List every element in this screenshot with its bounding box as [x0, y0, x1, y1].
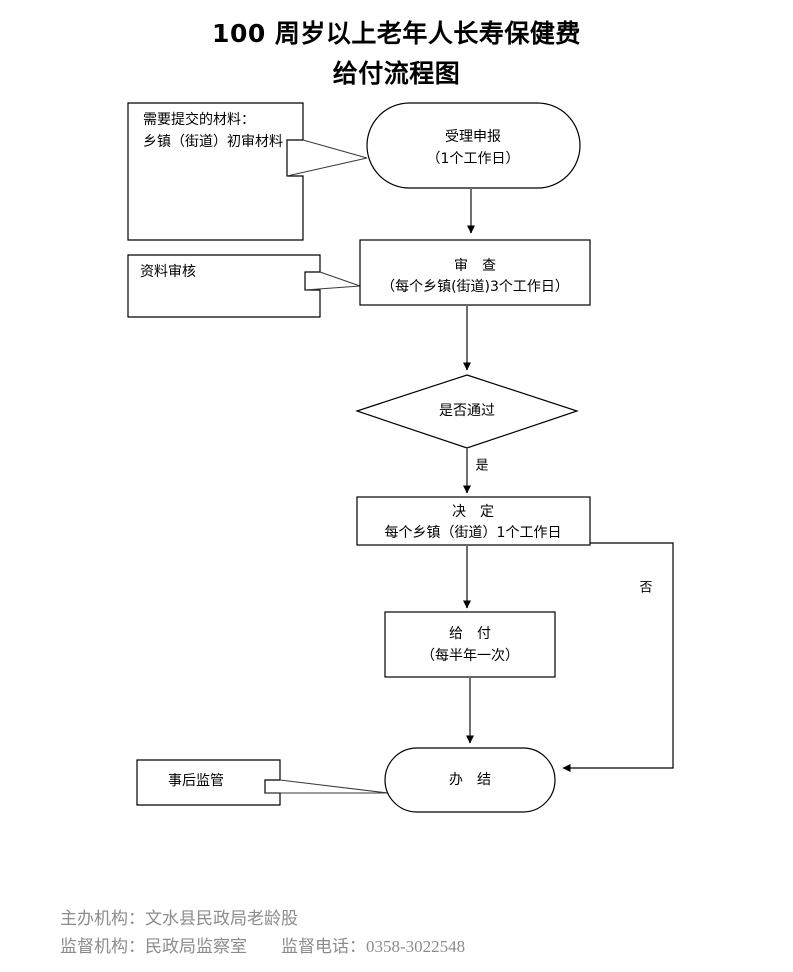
footer: 主办机构：文水县民政局老龄股 监督机构：民政局监察室 监督电话：0358-302…: [60, 905, 760, 961]
node-finish-line-1: 办 结: [449, 772, 491, 788]
node-payment-line-2: （每半年一次）: [421, 648, 519, 664]
node-accept-shape: [366, 102, 581, 189]
node-decide-line-2: 每个乡镇（街道）1个工作日: [385, 525, 562, 541]
title-line-1: 100 周岁以上老年人长寿保健费: [212, 19, 581, 48]
footer-line-1: 主办机构：文水县民政局老龄股: [60, 909, 298, 928]
node-payment-shape: [384, 611, 556, 678]
node-review: 审 查 （每个乡镇(街道)3个工作日）: [359, 239, 591, 306]
note-materials-leader-bottom: [286, 157, 368, 177]
note-materials-line-2: 乡镇（街道）初审材料: [143, 133, 283, 150]
node-review-line-1: 审 查: [454, 258, 496, 274]
footer-line-2: 监督机构：民政局监察室 监督电话：0358-3022548: [60, 937, 466, 956]
note-materials-line-1: 需要提交的材料：: [143, 111, 255, 128]
edge-label-no: 否: [639, 581, 652, 596]
node-payment: 给 付 （每半年一次）: [384, 611, 556, 678]
note-audit-leader-bottom: [304, 285, 361, 291]
node-decide: 决 定 每个乡镇（街道）1个工作日: [356, 496, 591, 546]
node-review-line-2: （每个乡镇(街道)3个工作日）: [381, 279, 569, 295]
node-decision: 是否通过: [355, 374, 579, 449]
page-title: 100 周岁以上老年人长寿保健费 给付流程图: [0, 14, 793, 94]
note-audit-line-1: 资料审核: [140, 264, 196, 280]
title-line-2: 给付流程图: [332, 59, 461, 88]
note-materials-leader-top: [302, 139, 368, 159]
note-supervision-line-1: 事后监管: [168, 773, 224, 789]
node-decide-shape: [356, 496, 591, 546]
note-materials: 需要提交的材料： 乡镇（街道）初审材料: [127, 102, 368, 241]
node-payment-line-1: 给 付: [449, 626, 491, 642]
node-accept-line-1: 受理申报: [445, 129, 501, 145]
node-review-shape: [359, 239, 591, 306]
node-accept-line-2: （1个工作日）: [427, 151, 520, 167]
node-decide-line-1: 决 定: [452, 504, 494, 520]
edge-label-yes: 是: [475, 459, 488, 474]
node-finish-shape: [384, 747, 556, 813]
node-accept: 受理申报 （1个工作日）: [366, 102, 581, 189]
node-finish: 办 结: [384, 747, 556, 813]
note-audit: 资料审核: [127, 254, 361, 318]
note-audit-leader-top: [319, 271, 361, 287]
note-supervision: 事后监管: [136, 759, 389, 806]
node-decision-line-1: 是否通过: [439, 403, 495, 419]
edge-decide-to-finish-no: [562, 542, 674, 772]
note-supervision-leader-top: [279, 779, 389, 794]
